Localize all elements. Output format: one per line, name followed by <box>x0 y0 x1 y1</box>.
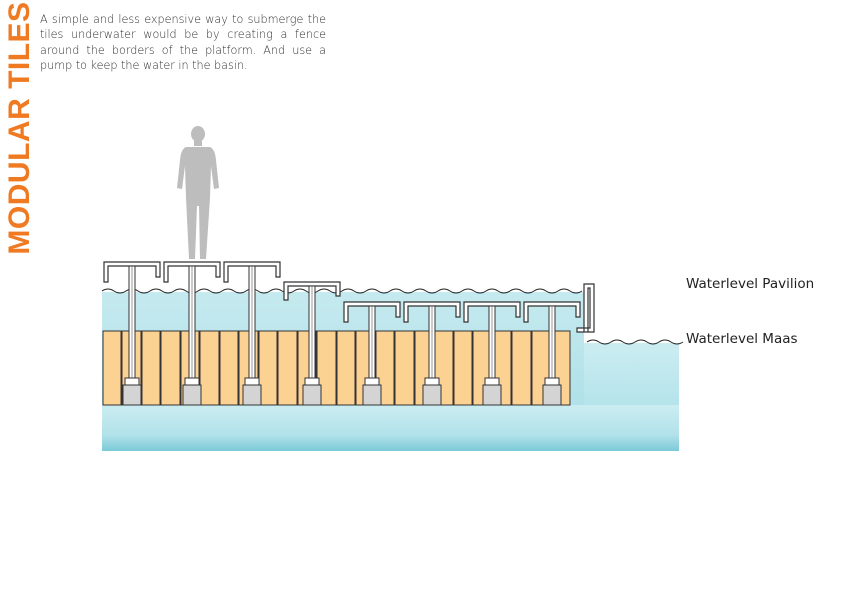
footing <box>242 384 262 406</box>
pedestal-base <box>364 377 380 386</box>
deep-water <box>102 405 679 451</box>
tile <box>258 330 278 406</box>
tile <box>511 330 532 406</box>
footing <box>362 384 382 406</box>
wave-line-pavilion <box>101 288 583 294</box>
tile <box>219 330 239 406</box>
pedestal-base <box>484 377 500 386</box>
label-waterlevel-maas: Waterlevel Maas <box>686 331 798 347</box>
footing <box>482 384 502 406</box>
tile <box>141 330 161 406</box>
tile <box>160 330 181 406</box>
footing <box>122 384 142 406</box>
pedestal-base <box>184 377 200 386</box>
footing <box>422 384 442 406</box>
pedestal-posts <box>124 265 560 386</box>
pedestal-base <box>424 377 440 386</box>
person-silhouette-icon <box>177 126 219 259</box>
footing <box>302 384 322 406</box>
tile <box>277 330 298 406</box>
footing <box>182 384 202 406</box>
label-waterlevel-pavilion: Waterlevel Pavilion <box>686 276 815 292</box>
wave-line-maas <box>586 339 684 345</box>
pedestal-base <box>124 377 140 386</box>
footing <box>542 384 562 406</box>
description-text: A simple and less expensive way to subme… <box>40 13 326 73</box>
tile <box>336 330 356 406</box>
tile <box>453 330 473 406</box>
pedestal-base <box>244 377 260 386</box>
pedestal-base <box>304 377 320 386</box>
tile <box>102 330 122 406</box>
tile <box>394 330 415 406</box>
pedestal-base <box>544 377 560 386</box>
tile <box>199 330 220 406</box>
tile <box>316 330 337 406</box>
